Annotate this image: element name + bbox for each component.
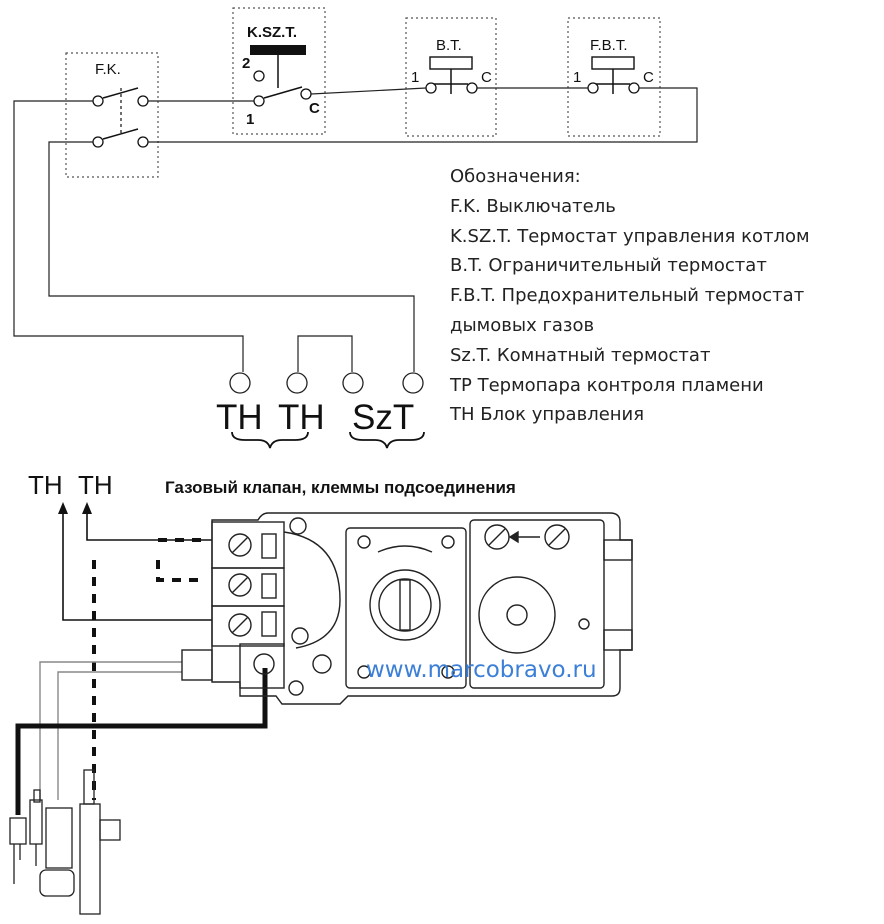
legend-item: F.K. Выключатель: [450, 195, 616, 217]
kszt-label: K.SZ.T.: [247, 24, 297, 41]
fk-label: F.K.: [95, 61, 121, 78]
valve-th-right: TH: [78, 470, 113, 500]
szt-brace: [349, 431, 425, 449]
fbt-pin-c: C: [643, 69, 654, 86]
valve-th-left: TH: [28, 470, 63, 500]
kszt-pin-2: 2: [242, 55, 250, 72]
kszt-box: [232, 7, 326, 135]
bt-pin-1: 1: [411, 69, 419, 86]
bt-box: [405, 17, 497, 137]
fk-box: [65, 52, 159, 178]
bt-label: B.T.: [436, 37, 462, 54]
thermocouple-cable: [15, 668, 268, 815]
valve-body: [211, 512, 633, 705]
kszt-pin-c: C: [309, 100, 320, 117]
fbt-label: F.B.T.: [590, 37, 628, 54]
fbt-pin-1: 1: [573, 69, 581, 86]
terminal-label-th-1: TH: [216, 398, 263, 437]
kszt-element: [250, 45, 306, 55]
bt-pin-c: C: [481, 69, 492, 86]
terminal-label-szt: SzT: [352, 398, 415, 437]
legend-item: K.SZ.T. Термостат управления котлом: [450, 225, 810, 247]
valve-title: Газовый клапан, клеммы подсоединения: [165, 478, 516, 497]
legend-item: Sz.T. Комнатный термостат: [450, 344, 711, 366]
legend: Обозначения: F.K. Выключатель K.SZ.T. Те…: [450, 162, 810, 430]
fbt-box: [567, 17, 661, 137]
legend-item: TP Термопара контроля пламени: [450, 374, 764, 396]
legend-item: F.B.T. Предохранительный термостат: [450, 285, 805, 307]
legend-item: TH Блок управления: [450, 404, 645, 426]
legend-item: B.T. Ограничительный термостат: [450, 255, 767, 277]
kszt-pin-1: 1: [246, 111, 254, 128]
legend-item: дымовых газов: [450, 314, 595, 336]
terminal-label-th-2: TH: [278, 398, 325, 437]
watermark-url: www.marcobravo.ru: [366, 657, 597, 683]
legend-heading: Обозначения:: [450, 166, 581, 187]
th-brace: [231, 431, 309, 449]
